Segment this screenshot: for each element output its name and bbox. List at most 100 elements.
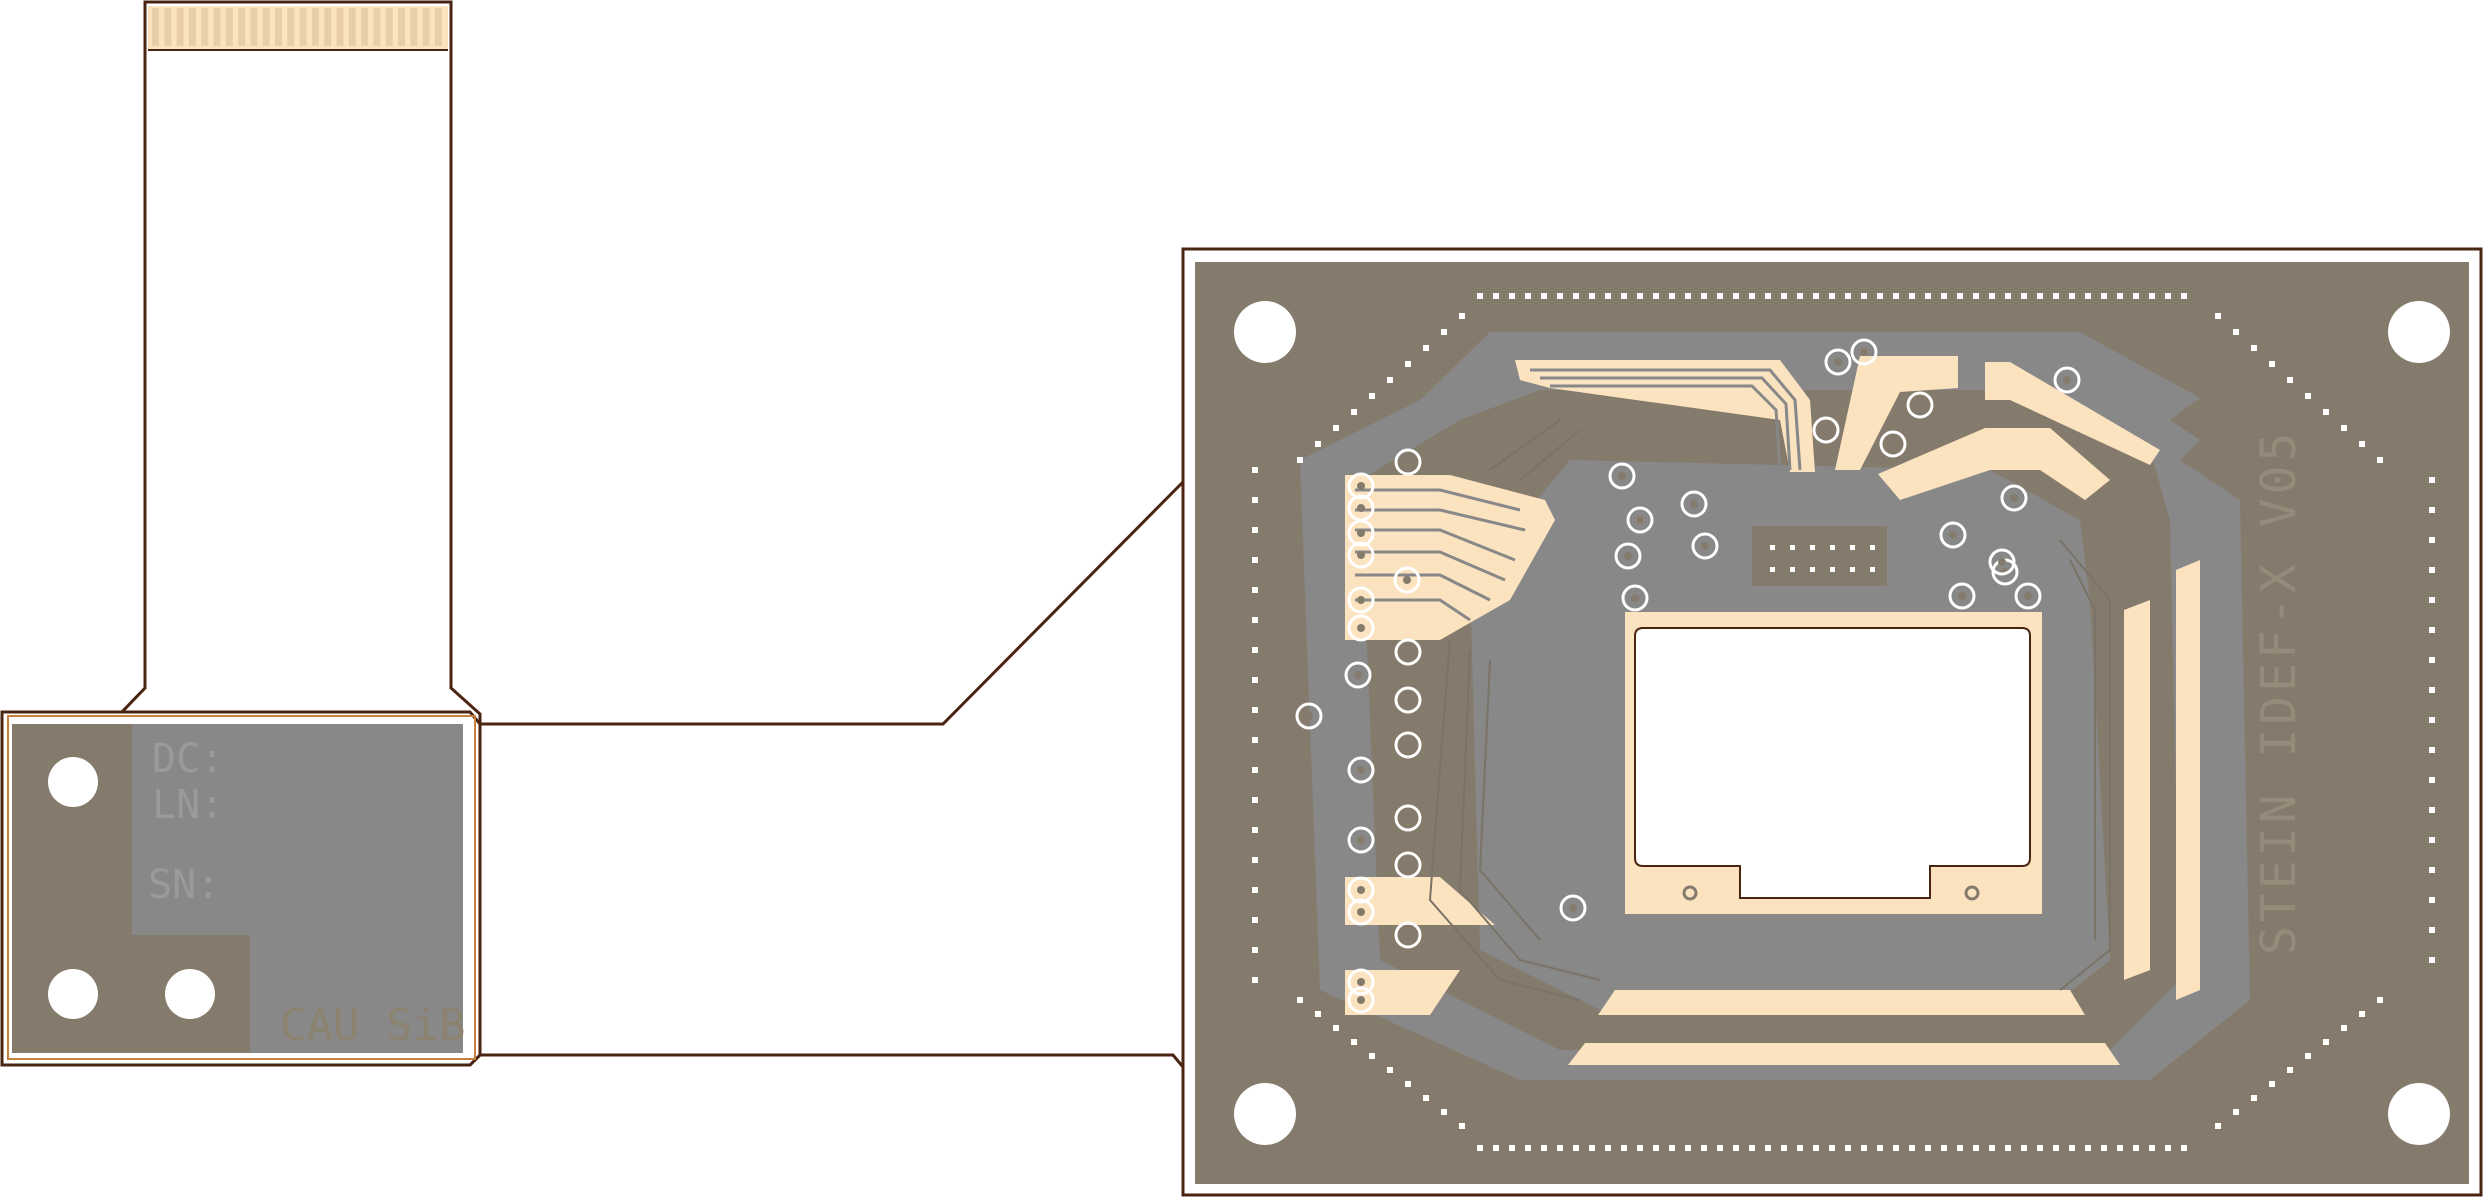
- stitch-dot: [1733, 1145, 1739, 1151]
- flex-cable: [118, 0, 482, 726]
- ic-pin: [1790, 545, 1795, 550]
- contact-finger: [348, 8, 356, 46]
- via-drill: [1357, 886, 1365, 894]
- via-drill: [1404, 458, 1412, 466]
- via-drill: [1404, 814, 1412, 822]
- stitch-dot: [1877, 293, 1883, 299]
- stitch-dot: [1252, 947, 1258, 953]
- ic-pin: [1830, 567, 1835, 572]
- stitch-dot: [1925, 1145, 1931, 1151]
- contact-finger: [201, 8, 209, 46]
- via-drill: [1822, 426, 1830, 434]
- stitch-dot: [1973, 1145, 1979, 1151]
- via-drill: [1404, 931, 1412, 939]
- stitch-dot: [1297, 997, 1303, 1003]
- stitch-dot: [2429, 837, 2435, 843]
- stitch-dot: [1845, 1145, 1851, 1151]
- stitch-dot: [2429, 657, 2435, 663]
- via-icon: [1394, 686, 1422, 714]
- stitch-dot: [1423, 345, 1429, 351]
- connector-board: DC: LN: SN: CAU SiB: [0, 710, 482, 1067]
- via-icon: [1347, 876, 1375, 904]
- via-icon: [1608, 462, 1636, 490]
- stitch-dot: [1252, 977, 1258, 983]
- contact-finger: [225, 8, 233, 46]
- stitch-dot: [1605, 293, 1611, 299]
- via-drill: [1357, 482, 1365, 490]
- main-board: STEIN IDEF-X V05: [1181, 247, 2483, 1197]
- via-icon: [1347, 898, 1375, 926]
- stitch-dot: [1315, 1011, 1321, 1017]
- via-icon: [1964, 885, 1980, 901]
- stitch-dot: [2429, 897, 2435, 903]
- contact-finger: [385, 8, 393, 46]
- stitch-dot: [1509, 1145, 1515, 1151]
- silkscreen-field-sn: SN:: [148, 862, 220, 908]
- stitch-dot: [1669, 293, 1675, 299]
- via-icon: [1680, 490, 1708, 518]
- via-drill: [2024, 592, 2032, 600]
- stitch-dot: [1252, 887, 1258, 893]
- stitch-dot: [1333, 425, 1339, 431]
- connector-board-mounting-holes: [48, 757, 215, 1019]
- stitch-dot: [1369, 1053, 1375, 1059]
- mounting-hole-icon: [2388, 1083, 2450, 1145]
- stitch-dot: [1893, 1145, 1899, 1151]
- stitch-dot: [1797, 293, 1803, 299]
- via-drill: [1357, 551, 1365, 559]
- maker-mark: CAU SiB: [280, 1000, 465, 1051]
- via-drill: [1631, 594, 1639, 602]
- stitch-dot: [1525, 1145, 1531, 1151]
- stitch-dot: [2069, 1145, 2075, 1151]
- via-drill: [1860, 348, 1868, 356]
- ic-pin: [1830, 545, 1835, 550]
- via-icon: [1988, 548, 2016, 576]
- stitch-dot: [1653, 1145, 1659, 1151]
- via-drill: [1701, 542, 1709, 550]
- stitch-dot: [2305, 393, 2311, 399]
- stitch-dot: [1252, 827, 1258, 833]
- stitch-dot: [1845, 293, 1851, 299]
- stitch-dot: [1861, 293, 1867, 299]
- stitch-dot: [2133, 293, 2139, 299]
- via-icon: [1347, 472, 1375, 500]
- via-icon: [1621, 584, 1649, 612]
- stitch-dot: [2069, 293, 2075, 299]
- stitch-dot: [1441, 329, 1447, 335]
- via-drill: [1357, 978, 1365, 986]
- stitch-dot: [2377, 997, 2383, 1003]
- stitch-dot: [1957, 1145, 1963, 1151]
- flex-cable-contact-fingers: [152, 8, 442, 46]
- stitch-dot: [2117, 293, 2123, 299]
- via-drill: [1404, 696, 1412, 704]
- stitch-dot: [1829, 1145, 1835, 1151]
- stitch-dot: [1909, 1145, 1915, 1151]
- via-drill: [1357, 529, 1365, 537]
- main-board-mounting-holes: [1234, 301, 2450, 1145]
- stitch-dot: [1701, 293, 1707, 299]
- stitch-dot: [2429, 507, 2435, 513]
- bottom-trace-strip-upper: [1598, 990, 2085, 1015]
- stitch-dot: [1333, 1025, 1339, 1031]
- via-icon: [1344, 661, 1372, 689]
- via-icon: [1394, 804, 1422, 832]
- stitch-dot: [2429, 747, 2435, 753]
- via-icon: [1879, 430, 1907, 458]
- via-icon: [1682, 885, 1698, 901]
- stitch-dot: [1621, 1145, 1627, 1151]
- contact-finger: [410, 8, 418, 46]
- routing-traces: [1428, 419, 2111, 1001]
- stitch-dot: [2429, 567, 2435, 573]
- stitch-dot: [2251, 345, 2257, 351]
- via-drill: [1690, 500, 1698, 508]
- stitch-dot: [1477, 1145, 1483, 1151]
- stitch-dot: [2101, 293, 2107, 299]
- stitch-dot: [1252, 527, 1258, 533]
- stitch-dot: [1369, 393, 1375, 399]
- trace-bundle-top-middle: [1835, 356, 1958, 470]
- ic-footprint: [1752, 526, 1887, 586]
- stitch-dot: [1252, 557, 1258, 563]
- stitch-dot: [2429, 687, 2435, 693]
- stitch-dot: [1941, 293, 1947, 299]
